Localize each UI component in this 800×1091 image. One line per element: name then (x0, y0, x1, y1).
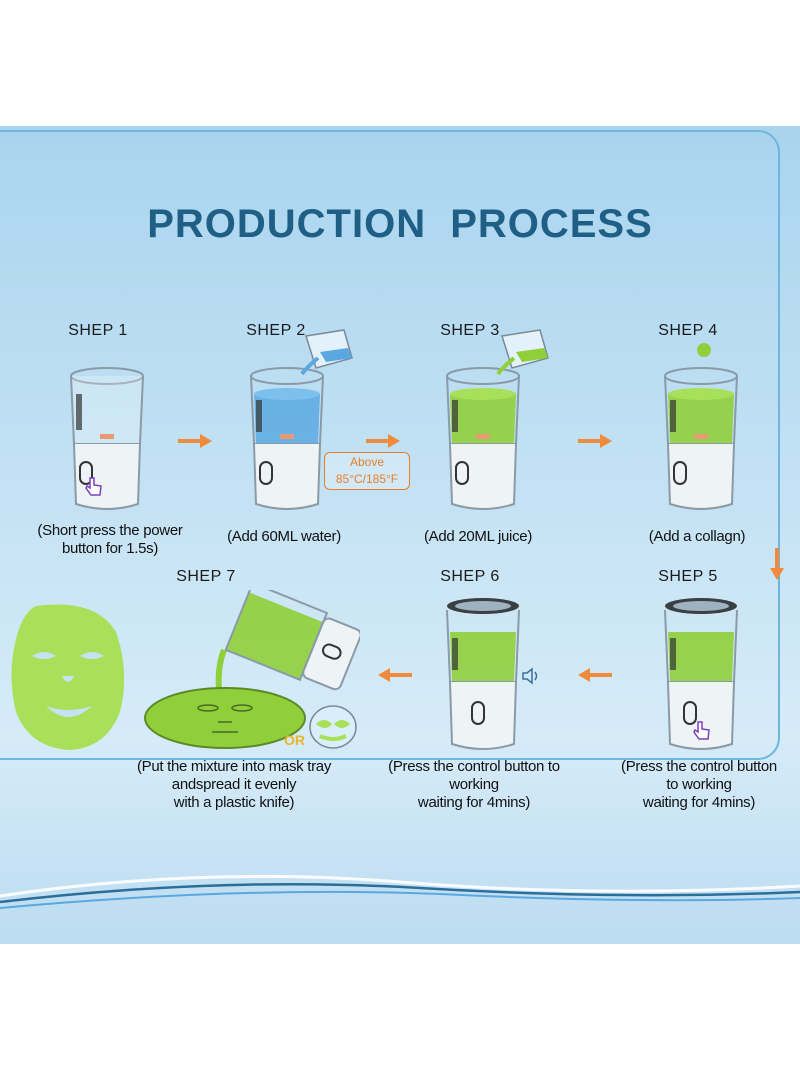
step-4-label: SHEP 4 (658, 322, 718, 339)
or-label: OR (284, 732, 305, 748)
step-1-device (70, 367, 144, 510)
step-2-label: SHEP 2 (246, 322, 306, 339)
arrow-right-icon (366, 434, 400, 448)
hand-pointer-icon (85, 477, 102, 496)
arrow-right-icon (178, 434, 212, 448)
face-mask-icon (11, 604, 125, 750)
step-6-caption: (Press the control button to working wai… (368, 758, 580, 812)
step-7-pouring-device (215, 590, 360, 699)
step-6-device (446, 598, 520, 750)
speaker-icon (522, 667, 538, 685)
step-3-label: SHEP 3 (440, 322, 500, 339)
arrow-left-icon (578, 668, 612, 682)
mask-tray (144, 687, 306, 749)
measuring-cup-icon (300, 329, 353, 376)
step-5-device (664, 598, 738, 750)
step-4-caption: (Add a collagn) (648, 528, 746, 545)
temperature-badge: Above 85°C/185°F (324, 452, 410, 490)
caption-line: (Press the control button to (388, 758, 560, 775)
caption-line: (Short press the power (37, 522, 183, 539)
arrow-down-icon (770, 548, 784, 580)
step-5-label: SHEP 5 (658, 568, 718, 585)
caption-line: button for 1.5s) (61, 540, 159, 557)
panel-frame (0, 130, 780, 760)
arrow-right-icon (578, 434, 612, 448)
step-5-caption: (Press the control button to working wai… (604, 758, 794, 812)
arrow-left-icon (378, 668, 412, 682)
eye-patch-icon (309, 705, 357, 749)
caption-line: waiting for 4mins) (642, 794, 756, 811)
page-title: PRODUCTION PROCESS (147, 202, 653, 246)
decorative-wave (0, 874, 800, 909)
caption-line: waiting for 4mins) (417, 794, 531, 811)
temperature-badge-line2: 85°C/185°F (335, 472, 399, 486)
process-panel: PRODUCTION PROCESS SHEP 1 SHEP 2 SHEP 3 … (0, 126, 800, 944)
temperature-badge-line1: Above (349, 455, 385, 469)
caption-line: (Press the control button (621, 758, 777, 775)
step-2-device (250, 367, 324, 510)
step-2-caption: (Add 60ML water) (227, 528, 341, 545)
step-7-label: SHEP 7 (176, 568, 236, 585)
caption-line: to working (666, 776, 732, 793)
step-1-caption: (Short press the power button for 1.5s) (22, 522, 198, 558)
collagen-drop-icon (697, 343, 711, 357)
step-3-device (446, 367, 520, 510)
step-4-device (664, 367, 738, 510)
caption-line: working (449, 776, 499, 793)
measuring-cup-icon (496, 329, 549, 376)
step-3-caption: (Add 20ML juice) (423, 528, 533, 545)
caption-line: andspread it evenly (171, 776, 297, 793)
step-1-label: SHEP 1 (68, 322, 128, 339)
step-6-label: SHEP 6 (440, 568, 500, 585)
step-7-caption: (Put the mixture into mask tray andsprea… (116, 758, 352, 812)
caption-line: (Put the mixture into mask tray (136, 758, 332, 775)
hand-pointer-icon (693, 721, 710, 740)
caption-line: with a plastic knife) (173, 794, 295, 811)
